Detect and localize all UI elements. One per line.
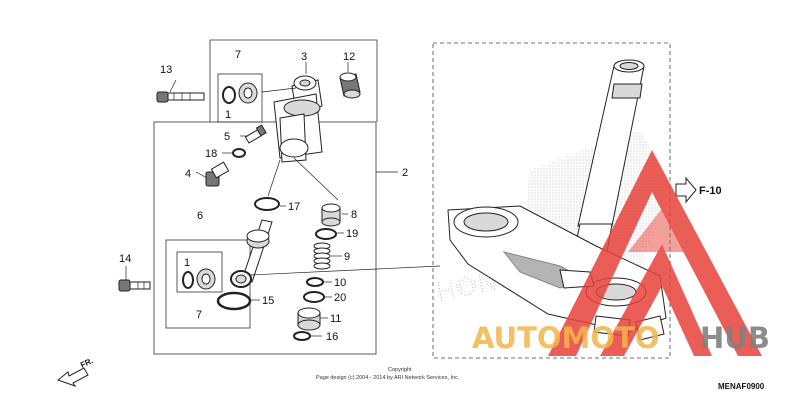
part-17-oring[interactable] xyxy=(254,197,280,211)
callout-15: 15 xyxy=(262,295,274,307)
diagram-code: MENAF0900 xyxy=(718,382,765,391)
part-19-ring[interactable] xyxy=(315,228,337,240)
callout-18: 18 xyxy=(205,148,217,160)
part-14-bolt[interactable] xyxy=(118,279,151,292)
subgroup-frame-7-lower xyxy=(176,251,223,293)
callout-19: 19 xyxy=(346,228,358,240)
part-16-ring[interactable] xyxy=(293,331,311,341)
callout-6: 6 xyxy=(197,210,203,222)
part-7-seal-upper[interactable] xyxy=(238,82,258,104)
callout-2: 2 xyxy=(402,167,408,179)
part-12-bushing[interactable] xyxy=(339,72,361,99)
callout-11: 11 xyxy=(330,313,341,325)
callout-3: 3 xyxy=(301,51,307,63)
callout-7-upper: 7 xyxy=(235,49,241,61)
subgroup-frame-7-upper xyxy=(217,73,263,123)
part-10-ring[interactable] xyxy=(306,277,324,287)
watermark-text-automoto: AUTOMOTO xyxy=(472,321,659,355)
callout-16: 16 xyxy=(326,331,338,343)
part-13-bolt[interactable] xyxy=(156,91,205,103)
frame-ref-arrow[interactable]: F-10 xyxy=(675,176,722,204)
part-18-oring[interactable] xyxy=(232,148,246,158)
part-5-valve[interactable] xyxy=(244,124,267,144)
callout-7-lower: 7 xyxy=(196,309,202,321)
callout-13: 13 xyxy=(160,64,172,76)
callout-17: 17 xyxy=(288,201,300,213)
callout-9: 9 xyxy=(344,251,350,263)
footer-copyright: Copyright xyxy=(388,367,412,373)
part-15-oring[interactable] xyxy=(216,291,252,311)
watermark-logo xyxy=(548,150,762,356)
part-3-shock-body[interactable] xyxy=(261,75,323,163)
callout-5: 5 xyxy=(224,131,230,143)
watermark-text-hub: HUB xyxy=(700,321,770,355)
assembly-frame-main xyxy=(153,121,377,355)
part-1-oring-upper[interactable] xyxy=(222,86,236,104)
part-1-oring-lower[interactable] xyxy=(182,271,194,289)
callout-1-lower: 1 xyxy=(184,257,190,269)
callout-14: 14 xyxy=(119,253,131,265)
part-7-seal-lower[interactable] xyxy=(196,268,216,290)
part-4-fitting[interactable] xyxy=(205,161,230,187)
front-direction-arrow: FR. xyxy=(56,356,95,387)
callout-20: 20 xyxy=(334,292,346,304)
footer-page-note: Page design (c) 2004 - 2014 by ARI Netwo… xyxy=(316,375,460,381)
frame-ref-label: F-10 xyxy=(699,185,722,197)
steering-stem-assembly[interactable] xyxy=(447,59,667,341)
callout-12: 12 xyxy=(343,51,355,63)
part-8-cap[interactable] xyxy=(321,203,341,227)
callout-8: 8 xyxy=(351,209,357,221)
front-direction-label: FR. xyxy=(79,356,94,370)
part-6-rod-assembly[interactable] xyxy=(230,219,273,288)
assembly-frame-top xyxy=(209,39,378,122)
callout-1-upper: 1 xyxy=(225,109,231,121)
part-9-spring[interactable] xyxy=(313,242,331,270)
part-11-nut[interactable] xyxy=(297,307,321,331)
callout-10: 10 xyxy=(334,277,346,289)
part-20-washer[interactable] xyxy=(303,291,325,303)
callout-4: 4 xyxy=(185,168,191,180)
